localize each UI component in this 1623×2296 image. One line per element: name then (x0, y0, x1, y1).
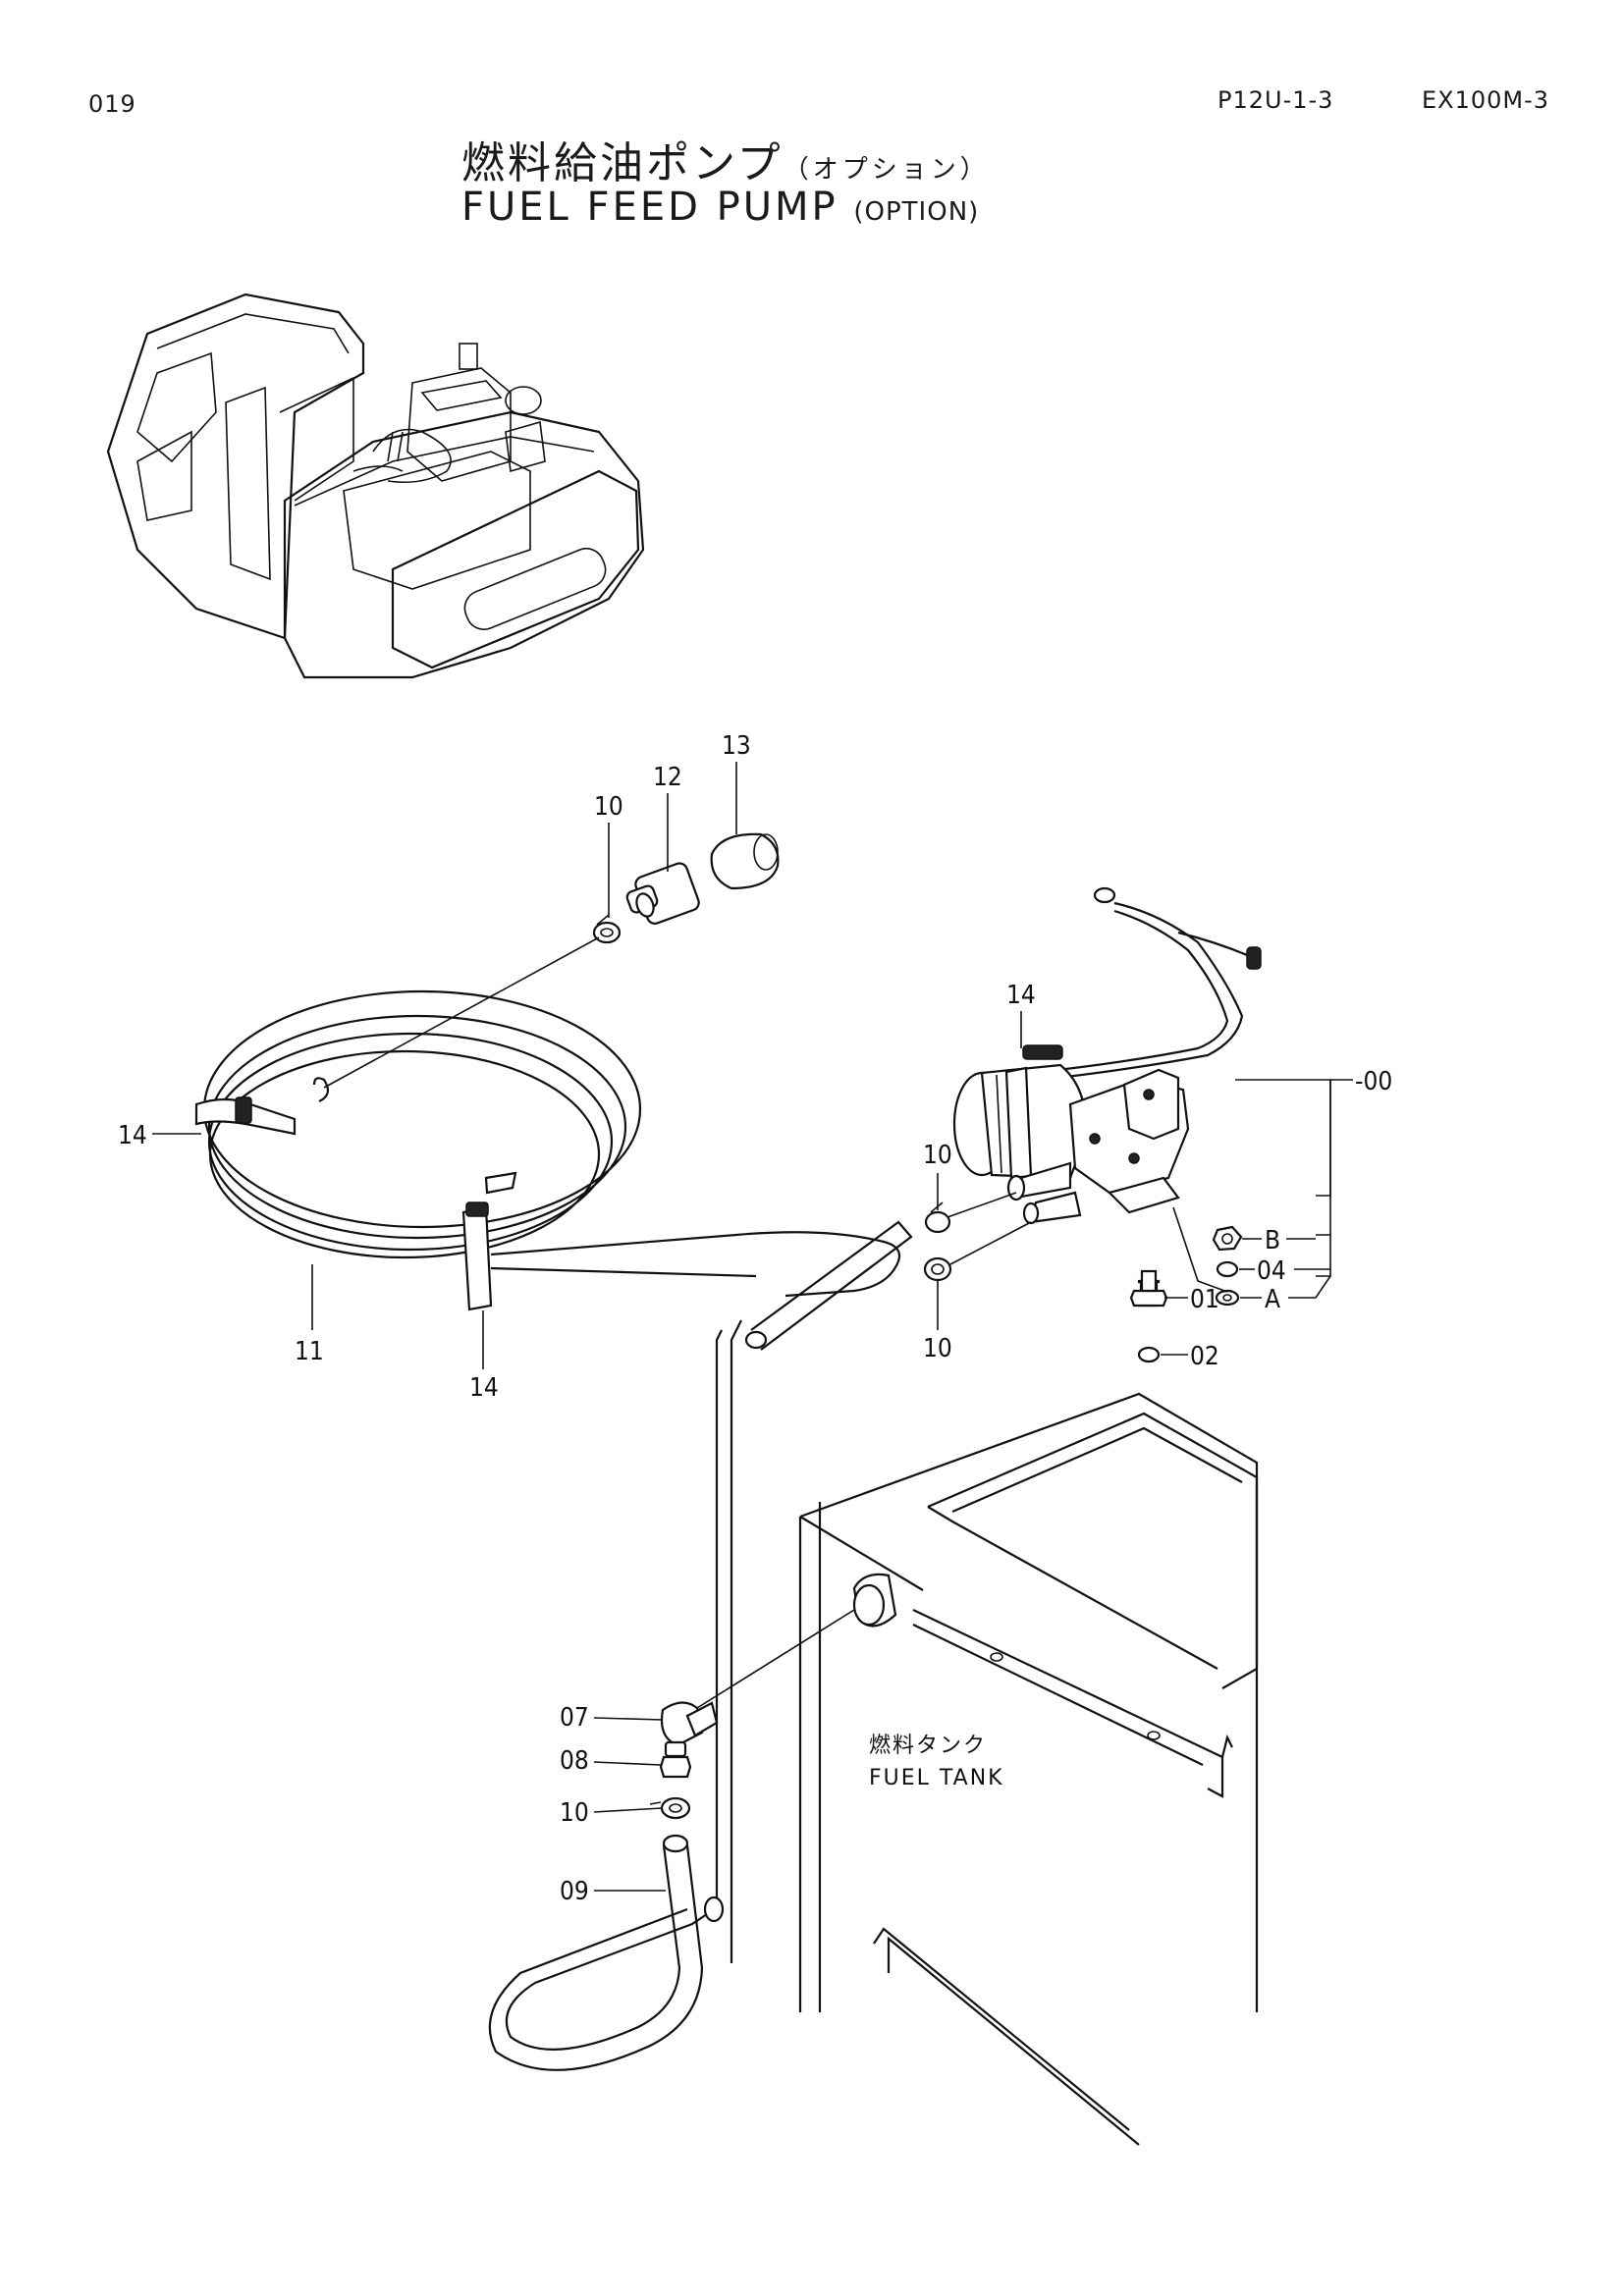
callout-10-right-bottom: 10 (923, 1281, 952, 1363)
catalog-code: P12U-1-3 (1217, 86, 1334, 114)
title-japanese-sub: （オプション） (783, 155, 990, 185)
callout-14-top: 14 (1006, 981, 1036, 1048)
part-a-washer (1215, 1289, 1240, 1307)
callout-label: 10 (923, 1141, 952, 1170)
part-02-washer (1137, 1346, 1161, 1363)
callout-02: 02 (1161, 1342, 1219, 1371)
callout-01: 01 (1164, 1285, 1219, 1314)
title-english-main: FUEL FEED PUMP (461, 185, 839, 230)
callout-04: 04 (1239, 1256, 1330, 1286)
part-12-adapter (625, 862, 700, 925)
title-english-sub: (OPTION) (853, 197, 980, 227)
page-number: 019 (88, 90, 136, 118)
callout-07: 07 (560, 1703, 664, 1733)
callout-a: A (1172, 1206, 1331, 1314)
fuel-tank (798, 1392, 1259, 2146)
part-10-clamp-upper-right (924, 1201, 951, 1234)
callout-label: 10 (594, 792, 623, 822)
callout-label: 13 (722, 731, 751, 761)
title-japanese: 燃料給油ポンプ（オプション） (461, 128, 990, 190)
part-08-nipple (659, 1740, 692, 1779)
part-04-lock-washer (1216, 1260, 1239, 1278)
leader-line (949, 1221, 1032, 1265)
callout-label: -00 (1355, 1067, 1392, 1096)
callout-label: 14 (1006, 981, 1036, 1010)
callout-label: 07 (560, 1703, 589, 1733)
callout-label: 01 (1190, 1285, 1219, 1314)
part-09-hose (488, 1834, 725, 2071)
leader-line (696, 1609, 855, 1709)
callout-label: B (1265, 1226, 1280, 1255)
callout-label: 14 (118, 1121, 147, 1150)
callout-label: 11 (295, 1337, 324, 1366)
callout-label: A (1265, 1285, 1280, 1314)
callout-label: 02 (1190, 1342, 1219, 1371)
title-japanese-main: 燃料給油ポンプ (461, 138, 784, 188)
callout-label: 08 (560, 1746, 589, 1776)
callout-13: 13 (722, 731, 751, 834)
excavator-overview-illustration (106, 293, 645, 679)
fuel-pump-assembly (952, 886, 1262, 1225)
part-b-nut (1212, 1225, 1243, 1252)
callout-14-left: 14 (118, 1121, 201, 1150)
title-english: FUEL FEED PUMP (OPTION) (461, 185, 979, 230)
callout-09: 09 (560, 1877, 666, 1906)
callout-label: 09 (560, 1877, 589, 1906)
callout-label: 12 (653, 763, 682, 792)
part-14-hose-band-middle (461, 1171, 517, 1311)
callout-label: 04 (1257, 1256, 1286, 1286)
callout-11: 11 (295, 1264, 324, 1366)
callout-10-bottom: 10 (560, 1798, 663, 1828)
part-11-hose-coil (202, 989, 901, 1298)
callout-10-top: 10 (594, 792, 623, 918)
part-14-hose-band-left (194, 1096, 297, 1136)
callout-label: 10 (560, 1798, 589, 1828)
fuel-tank-label-japanese: 燃料タンク (869, 1734, 987, 1758)
callout-12: 12 (653, 763, 682, 872)
part-10-clamp-lower-right (923, 1256, 952, 1282)
leader-line (323, 936, 600, 1089)
fuel-tank-label-english: FUEL TANK (869, 1766, 1004, 1790)
callout-00: -00 (1235, 1067, 1392, 1277)
callout-b: B (1242, 1226, 1316, 1255)
part-13-cap (710, 832, 780, 890)
model-number: EX100M-3 (1422, 86, 1550, 114)
part-01-bolt (1129, 1269, 1168, 1308)
leader-line (947, 1192, 1017, 1218)
callout-08: 08 (560, 1746, 662, 1776)
callout-14-bottom: 14 (469, 1310, 499, 1403)
callout-10-right-top: 10 (923, 1141, 952, 1210)
part-07-elbow (660, 1701, 719, 1747)
callout-label: 10 (923, 1334, 952, 1363)
callout-label: 14 (469, 1373, 499, 1403)
part-10-clamp-top (592, 914, 622, 944)
fuel-hose-pipe (715, 1220, 913, 1963)
